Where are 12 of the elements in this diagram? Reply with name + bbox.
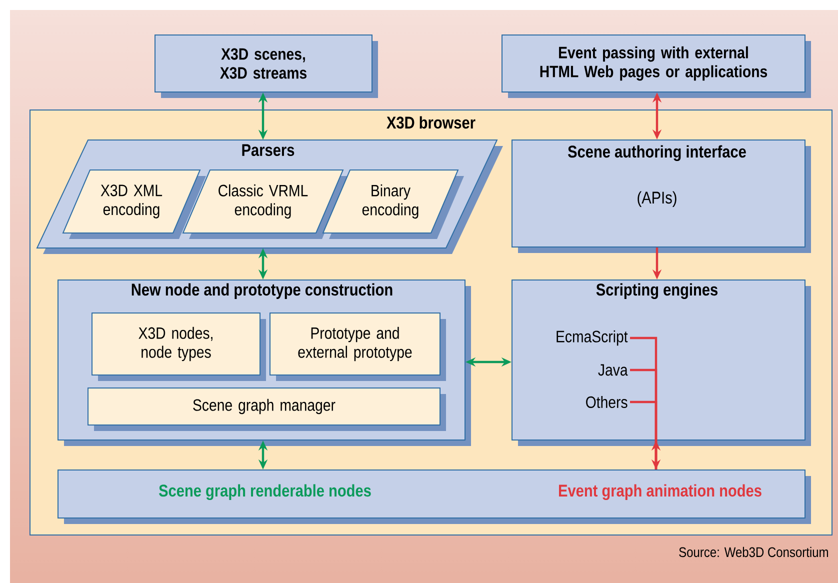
process-box: X3D scenes, X3D streams [154, 34, 378, 98]
process-box: Scene authoring interface (APIs) [512, 140, 811, 253]
language-label: EcmaScript [556, 330, 628, 346]
process-box: X3D nodes, node types [92, 312, 266, 381]
bracket-line [630, 400, 658, 470]
process-box: Event passing with external HTML Web pages or applications [502, 34, 811, 98]
bar-box: Scene graph renderable nodes Event graph animation nodes [58, 470, 811, 524]
process-box: Prototype and external prototype [270, 312, 446, 381]
source-note: Source: Web3D Consortium [679, 546, 828, 558]
language-label: Others [586, 396, 628, 408]
language-label: Java [598, 364, 628, 376]
process-box: Scene graph manager [88, 388, 446, 431]
